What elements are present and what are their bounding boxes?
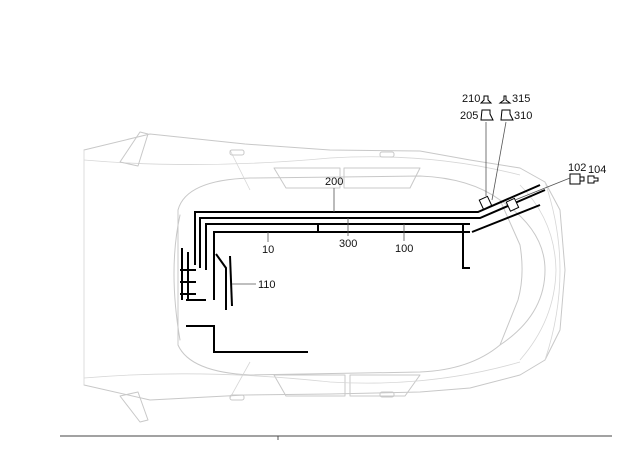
vehicle-hood-outline [519,184,557,361]
wire-front-branch-right [471,204,541,233]
vehicle-mirror-upper [119,131,149,167]
leader-102 [514,177,571,201]
wire-run-third [205,223,470,270]
reference-labels: 200 10 300 100 110 210 315 205 310 102 1… [258,93,606,291]
vehicle-windshield-outline [499,199,546,346]
wire-branch-10 [310,223,319,232]
wire-rear-l-bracket [186,325,308,353]
wire-front-branch-left [462,224,470,269]
wire-run-second [199,189,546,268]
wire-run-outer [194,184,541,265]
label-100: 100 [395,243,413,255]
vehicle-upper-door-line [229,149,251,191]
vehicle-lower-window-front [349,374,421,397]
connector-icon-315 [498,95,512,104]
label-104: 104 [588,164,606,176]
wire-side-110-b [229,255,233,307]
vehicle-door-handle-lower-2 [379,391,395,398]
connector-icon-310 [500,109,514,121]
connector-icon-102-tab [579,176,585,182]
label-110: 110 [258,279,276,291]
vehicle-upper-window-rear [273,167,341,189]
label-102: 102 [568,162,586,174]
vehicle-upper-side-line [83,156,521,176]
vehicle-upper-window-front [343,167,421,189]
label-200: 200 [325,176,343,188]
label-300: 300 [339,238,357,250]
connector-box-102 [505,197,520,212]
leader-310 [491,121,507,201]
vehicle-lower-window-rear [273,374,346,397]
connector-box-205 [478,195,493,210]
vehicle-mirror-lower [119,391,149,423]
vehicle-door-handle-upper-2 [379,151,395,158]
label-315: 315 [512,93,530,105]
label-210: 210 [462,93,480,105]
vehicle-body-outline [83,133,566,401]
leader-lines [232,121,571,285]
vehicle-door-handle-lower [229,394,245,401]
connector-icon-104 [587,175,599,184]
label-10: 10 [262,244,274,256]
wire-run-inner [213,231,470,300]
vehicle-lower-door-line [229,361,251,399]
connector-icon-210 [479,95,493,104]
connector-icon-102 [569,173,581,185]
wiring-harness [180,184,546,353]
connector-icon-205 [480,109,494,121]
wire-side-110-a [215,253,227,310]
vehicle-rear-outline [173,214,181,341]
label-310: 310 [514,110,532,122]
vehicle-door-handle-upper [229,149,245,156]
vehicle-outline [83,131,566,423]
vehicle-front-bumper [544,181,561,361]
connector-symbols [478,95,599,212]
vehicle-cabin-outline [177,175,523,376]
vehicle-lower-side-line [83,361,521,384]
label-205: 205 [460,110,478,122]
